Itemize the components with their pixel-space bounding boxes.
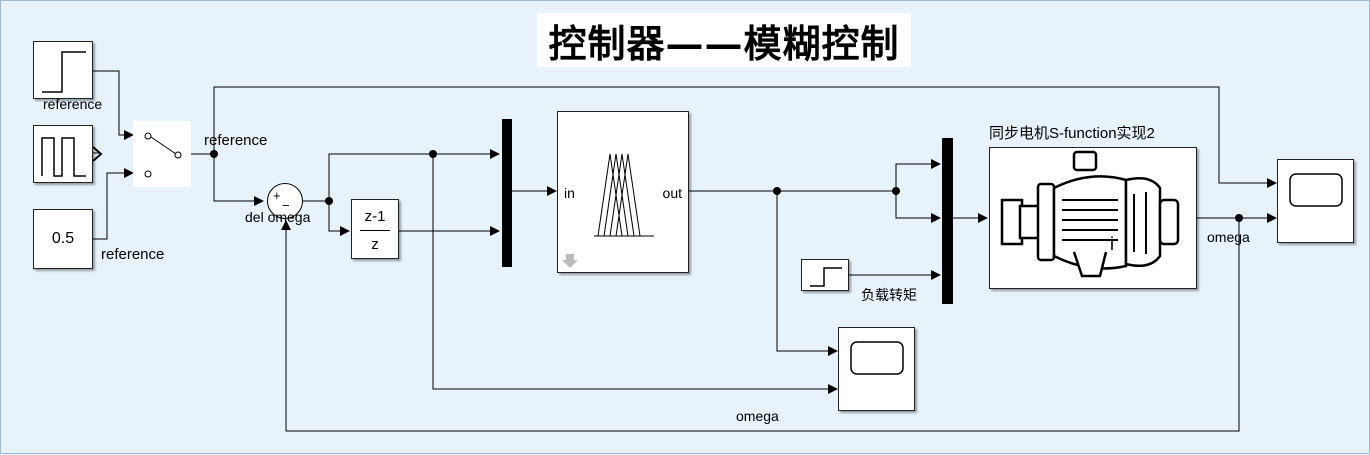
mux-block-2[interactable] [942, 138, 953, 304]
tf-denominator: z [371, 236, 379, 253]
step-icon [42, 51, 86, 93]
membership-function-icon [562, 153, 654, 268]
constant-block[interactable]: 0.5 [33, 209, 93, 269]
sum-block[interactable]: + − [267, 183, 303, 219]
discrete-transfer-fcn-block[interactable]: z-1 z [351, 199, 399, 259]
wire-omega-feedback[interactable] [281, 218, 1240, 432]
wire-control-to-mux2-b[interactable] [895, 191, 941, 223]
junction-dot [1235, 214, 1243, 222]
load-torque-label: 负载转矩 [861, 287, 917, 303]
reference-label-step: reference [43, 96, 103, 112]
junction-dot [325, 197, 333, 205]
motor-block-title: 同步电机S-function实现2 [989, 125, 1155, 142]
fuzzy-logic-controller-block[interactable]: in out [557, 111, 689, 273]
tf-numerator: z-1 [364, 208, 386, 225]
junction-dot [773, 187, 781, 195]
step-source-block[interactable] [33, 41, 93, 99]
pulse-generator-block[interactable] [33, 125, 93, 183]
scope-icon [1289, 173, 1343, 207]
wire-step-to-switch[interactable] [93, 70, 134, 140]
fuzzy-out-port: out [662, 185, 682, 201]
wire-reference-to-sum[interactable] [213, 154, 264, 206]
wire-control-to-scope[interactable] [776, 191, 838, 356]
fuzzy-in-port: in [564, 185, 575, 201]
wire-error-to-scope[interactable] [432, 154, 838, 394]
omega-label-feedback: omega [736, 408, 779, 424]
reference-label-switch: reference [204, 132, 268, 149]
wire-const-to-switch[interactable] [93, 168, 134, 240]
down-arrow-icon [562, 254, 578, 268]
reference-label-const: reference [101, 246, 165, 263]
motor-icon: i [1000, 150, 1180, 278]
sum-minus-sign: − [282, 198, 290, 213]
manual-switch-block[interactable] [133, 121, 191, 187]
del-omega-label: del omega [245, 209, 311, 225]
junction-dot [429, 150, 437, 158]
scope-control-block[interactable] [838, 327, 915, 411]
svg-text:i: i [1110, 234, 1114, 254]
pulse-icon [41, 137, 86, 177]
synchronous-motor-sfunction-block[interactable]: i [989, 147, 1197, 289]
wire-error-to-tf[interactable] [328, 201, 350, 236]
step-icon [810, 267, 842, 287]
mux-block-1[interactable] [502, 119, 512, 267]
junction-dot [210, 150, 218, 158]
sum-plus-sign: + [273, 188, 281, 203]
switch-icon [144, 132, 182, 178]
wire-reference-to-scope[interactable] [213, 86, 1277, 188]
diagram-title: 控制器——模糊控制 [537, 13, 911, 67]
scope-output-block[interactable] [1277, 159, 1354, 243]
tf-fraction-bar [360, 230, 390, 231]
junction-dot [892, 187, 900, 195]
wire-control-to-mux2-a[interactable] [895, 159, 941, 191]
wire-error-to-mux[interactable] [328, 149, 500, 201]
scope-icon [850, 341, 904, 375]
omega-label-output: omega [1207, 229, 1250, 245]
load-torque-step-block[interactable] [801, 259, 849, 291]
